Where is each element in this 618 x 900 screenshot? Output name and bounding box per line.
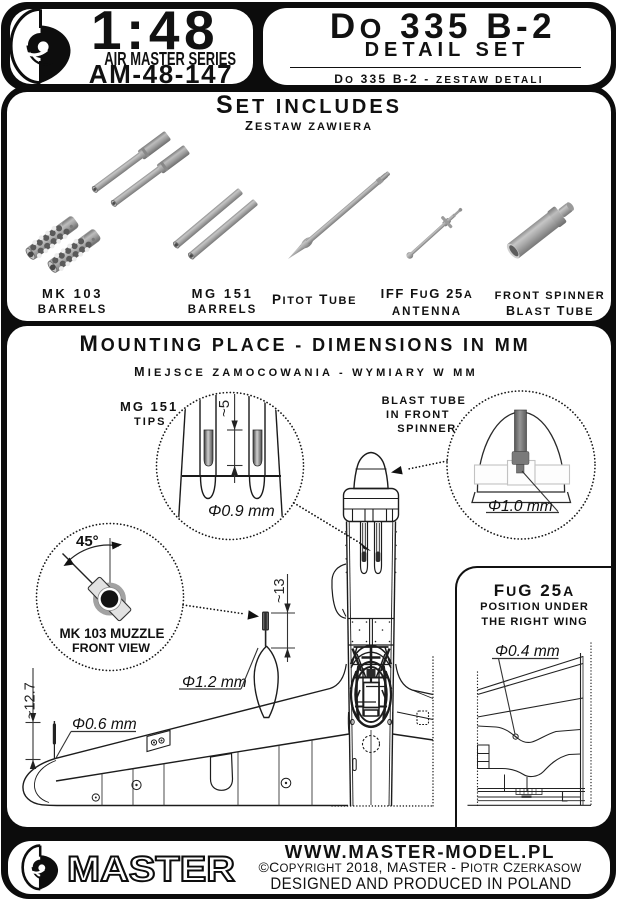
svg-text:Φ0.9 mm: Φ0.9 mm <box>208 503 275 520</box>
svg-text:SPINNER: SPINNER <box>397 423 456 435</box>
svg-text:IN FRONT: IN FRONT <box>386 409 450 421</box>
svg-text:~5: ~5 <box>216 400 233 417</box>
svg-text:MASTER: MASTER <box>67 850 235 889</box>
svg-text:Φ1.0 mm: Φ1.0 mm <box>488 498 553 515</box>
svg-text:FRONT VIEW: FRONT VIEW <box>72 641 151 655</box>
svg-text:MK 103 MUZZLE: MK 103 MUZZLE <box>60 626 165 641</box>
svg-text:Φ0.4 mm: Φ0.4 mm <box>495 643 560 660</box>
svg-text:Φ0.6 mm: Φ0.6 mm <box>72 716 137 733</box>
svg-text:~13: ~13 <box>272 578 288 603</box>
svg-text:BLAST TUBE: BLAST TUBE <box>382 395 467 407</box>
svg-text:TIPS: TIPS <box>134 416 166 428</box>
svg-text:MG 151: MG 151 <box>120 399 178 414</box>
svg-text:45°: 45° <box>76 533 99 550</box>
svg-text:~12.7: ~12.7 <box>23 682 39 719</box>
svg-text:Φ1.2 mm: Φ1.2 mm <box>182 674 247 691</box>
